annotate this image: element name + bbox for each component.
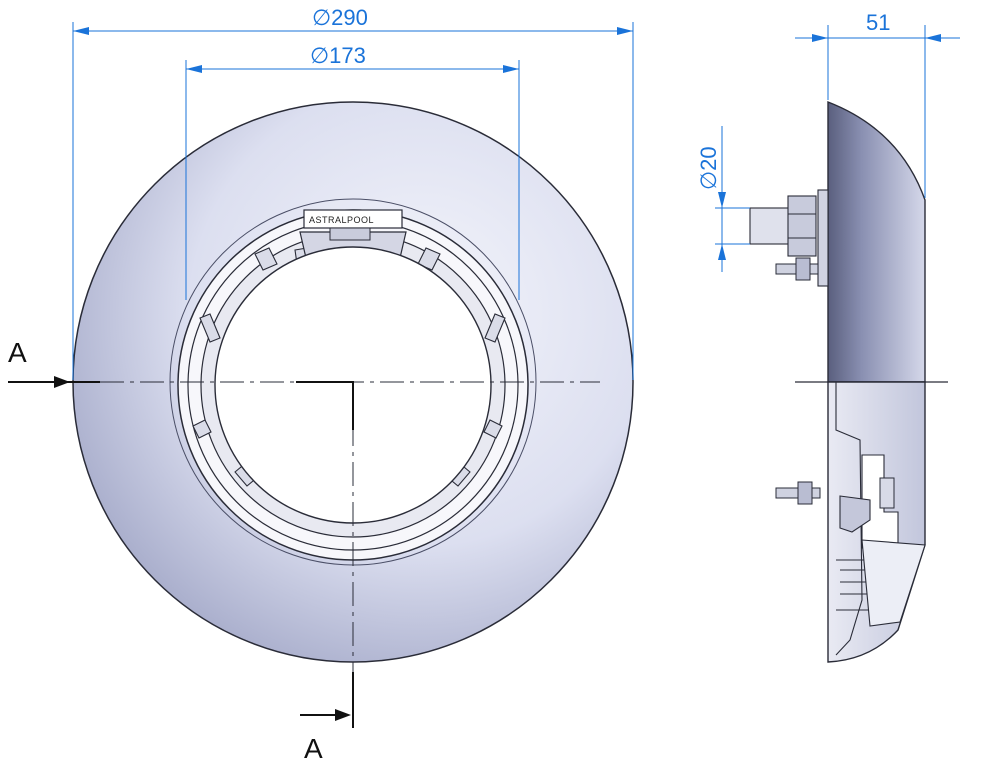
section-label-bottom: A (304, 733, 323, 764)
stud-diameter-label: ∅20 (696, 146, 721, 190)
inner-diameter-label: ∅173 (310, 43, 366, 68)
side-view: 51 ∅20 (696, 10, 960, 663)
section-latch (839, 495, 871, 533)
stud-diameter-dimension: ∅20 (696, 126, 750, 272)
stud-body (749, 207, 791, 245)
screw-upper-head (795, 257, 811, 281)
section-clip (879, 477, 895, 509)
depth-dimension: 51 (795, 10, 960, 198)
depth-label: 51 (866, 10, 890, 35)
outer-diameter-label: ∅290 (312, 5, 368, 30)
section-lip (861, 539, 926, 627)
front-view: ASTRALPOOL A A (8, 5, 634, 764)
stud-nut (787, 195, 817, 257)
mounting-plate (817, 189, 829, 287)
logo-text: ASTRALPOOL (309, 215, 374, 225)
section-arrow-bottom (300, 709, 351, 721)
top-latch (329, 227, 371, 241)
section-line-offset (296, 381, 354, 430)
outer-diameter-dimension: ∅290 (72, 5, 634, 380)
inner-diameter-dimension: ∅173 (185, 43, 520, 300)
screw-lower-head (797, 481, 813, 505)
side-profile-exterior (827, 100, 926, 383)
section-arrow-left (30, 376, 70, 388)
section-label-left: A (8, 337, 27, 368)
